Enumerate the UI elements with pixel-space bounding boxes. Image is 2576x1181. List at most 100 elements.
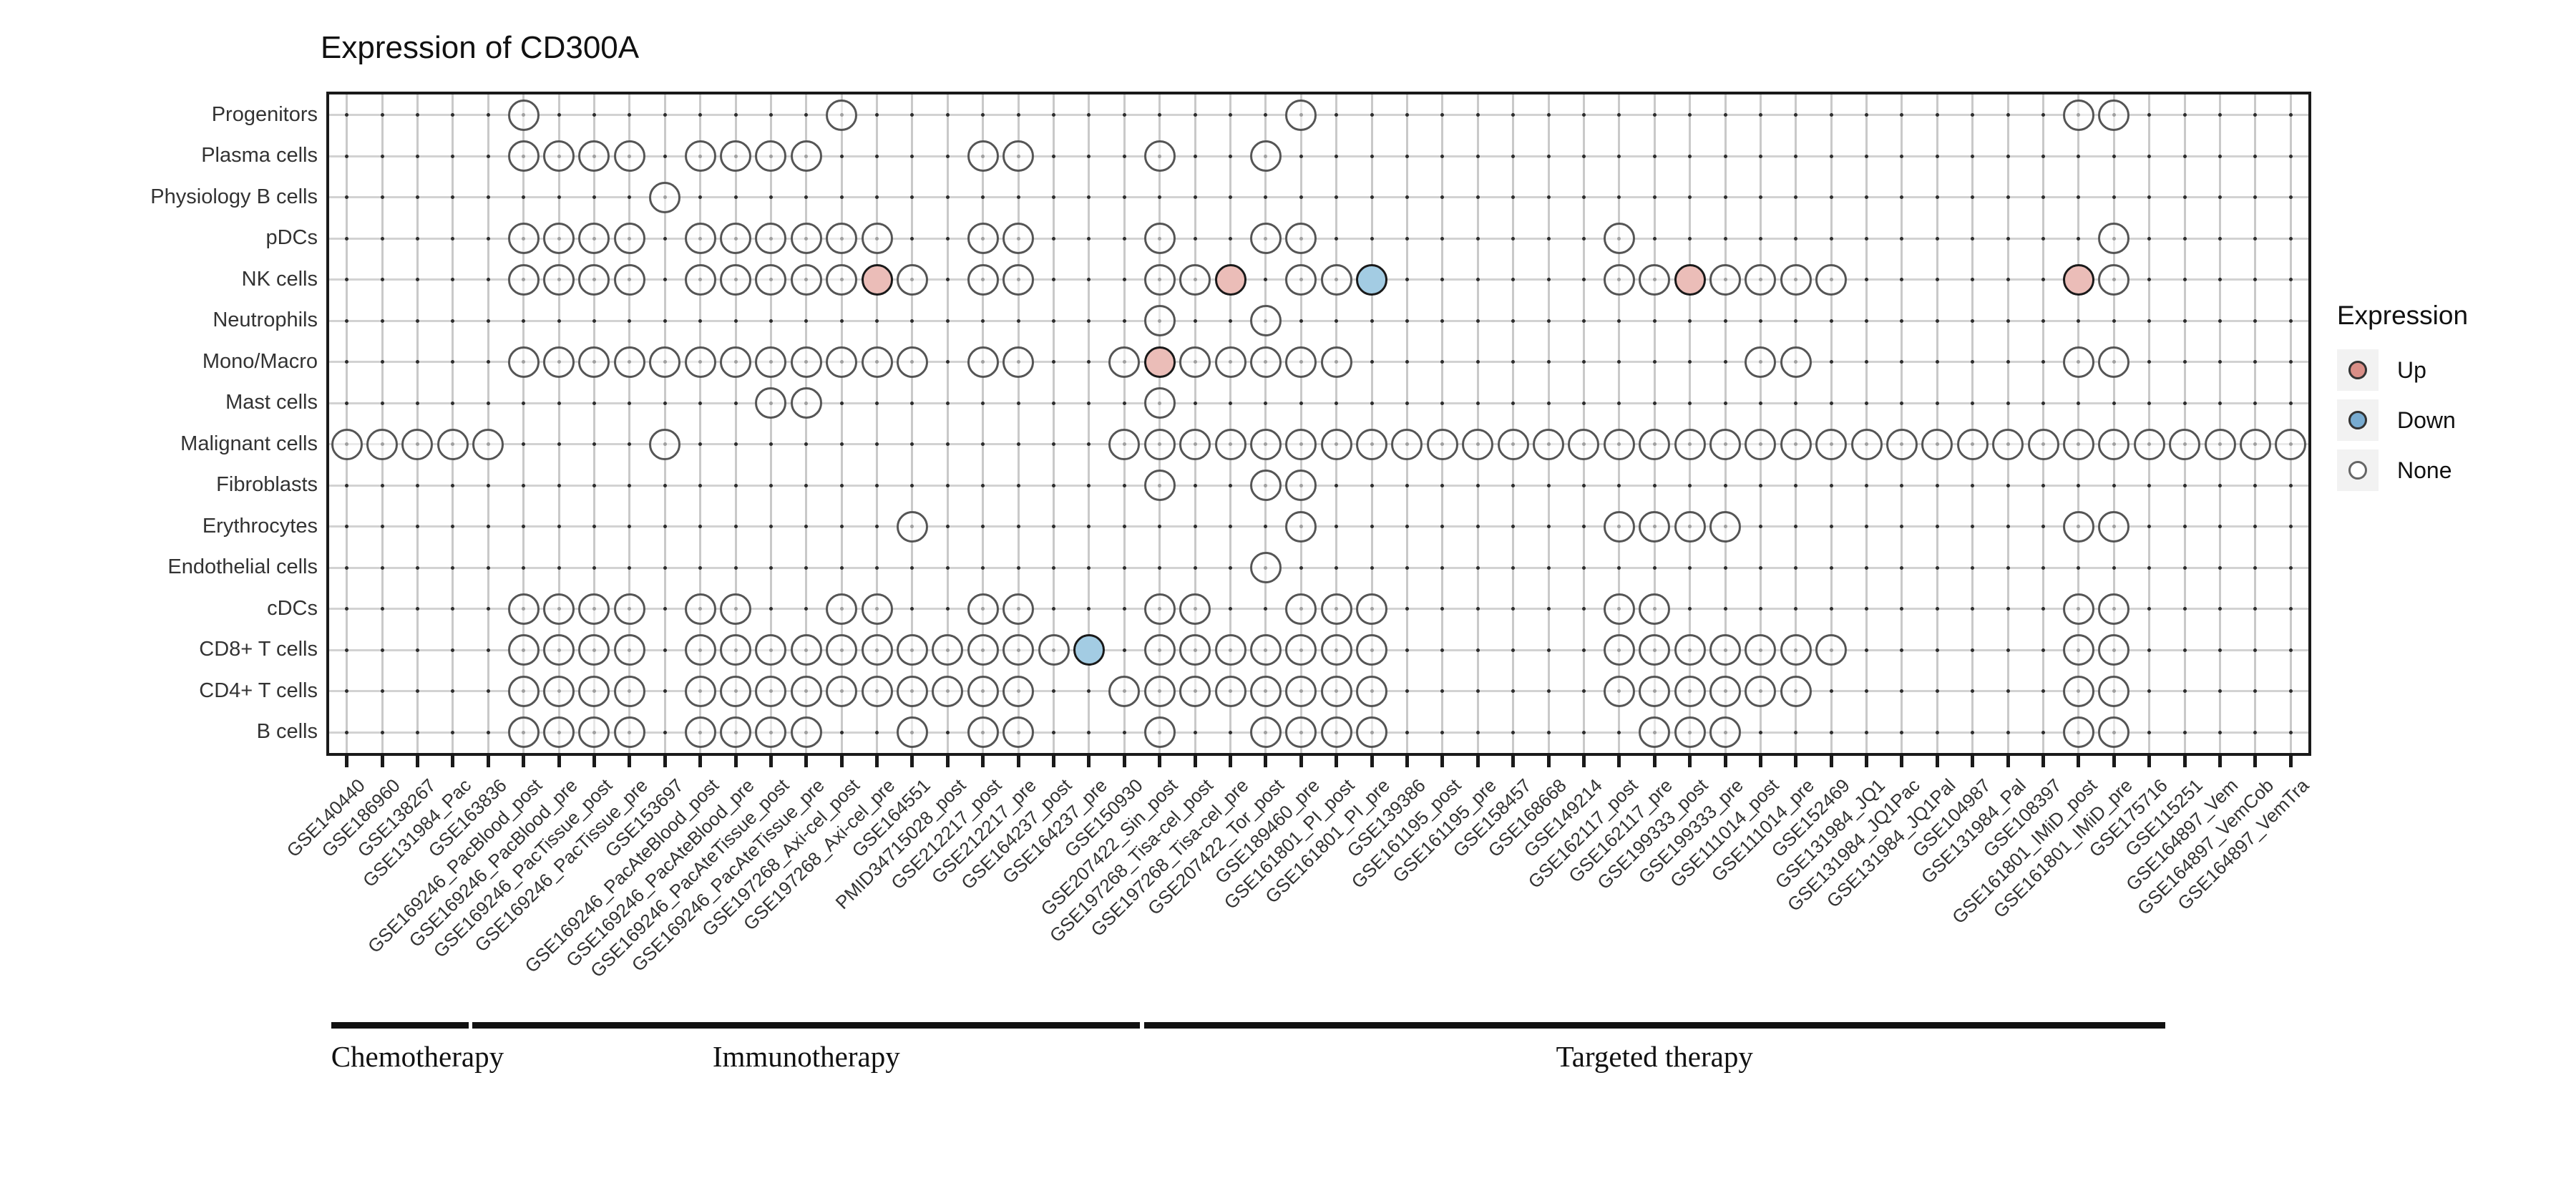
grid-point xyxy=(345,319,349,323)
v-gridline xyxy=(2219,94,2222,753)
grid-point xyxy=(2253,607,2258,611)
grid-point xyxy=(1617,154,1621,158)
grid-point xyxy=(981,525,985,529)
grid-point xyxy=(1935,113,1939,117)
grid-point xyxy=(2182,689,2187,694)
grid-point xyxy=(1087,689,1091,694)
grid-point xyxy=(2288,154,2293,158)
grid-point xyxy=(1794,483,1798,487)
grid-point xyxy=(1546,113,1551,117)
grid-point xyxy=(2006,730,2010,734)
grid-point xyxy=(1829,525,1833,529)
grid-point xyxy=(839,401,844,405)
grid-point xyxy=(875,442,879,447)
grid-point xyxy=(1475,401,1480,405)
expression-dot-none xyxy=(613,593,645,625)
expression-dot-none xyxy=(790,346,822,378)
grid-point xyxy=(1299,195,1303,200)
grid-point xyxy=(628,442,632,447)
expression-dot-up xyxy=(861,263,893,296)
grid-point xyxy=(1829,154,1833,158)
grid-point xyxy=(1900,319,1904,323)
grid-point xyxy=(1370,525,1374,529)
expression-dot-none xyxy=(1391,428,1423,460)
grid-point xyxy=(486,689,490,694)
expression-dot-none xyxy=(436,428,469,460)
grid-point xyxy=(1935,236,1939,240)
expression-dot-none xyxy=(1143,593,1176,625)
expression-dot-none xyxy=(1956,428,1989,460)
expression-dot-none xyxy=(1249,223,1282,255)
grid-point xyxy=(451,730,455,734)
expression-dot-none xyxy=(1745,428,1777,460)
expression-dot-none xyxy=(1214,428,1246,460)
expression-dot-down xyxy=(1073,634,1105,666)
grid-point xyxy=(1405,319,1409,323)
grid-point xyxy=(2006,195,2010,200)
grid-point xyxy=(2218,113,2223,117)
v-gridline xyxy=(982,94,985,753)
grid-point xyxy=(1052,607,1056,611)
grid-point xyxy=(1758,195,1762,200)
chart-title: Expression of CD300A xyxy=(321,30,640,65)
grid-point xyxy=(769,525,773,529)
expression-dot-none xyxy=(578,593,610,625)
grid-point xyxy=(1475,648,1480,652)
expression-dot-none xyxy=(1674,634,1706,666)
grid-point xyxy=(2253,154,2258,158)
grid-point xyxy=(2006,648,2010,652)
grid-point xyxy=(2147,319,2152,323)
grid-point xyxy=(1794,154,1798,158)
expression-dot-none xyxy=(826,223,858,255)
grid-point xyxy=(1617,113,1621,117)
x-axis-tick xyxy=(2218,756,2223,767)
grid-point xyxy=(2218,689,2223,694)
grid-point xyxy=(451,195,455,200)
grid-point xyxy=(1440,401,1445,405)
expression-dot-none xyxy=(331,428,363,460)
grid-point xyxy=(1546,525,1551,529)
expression-dot-none xyxy=(1002,223,1035,255)
expression-dot-none xyxy=(684,634,716,666)
grid-point xyxy=(592,525,596,529)
x-axis-tick xyxy=(1405,756,1409,767)
grid-point xyxy=(1723,195,1727,200)
expression-dot-none xyxy=(967,634,999,666)
expression-dot-none xyxy=(790,716,822,749)
grid-point xyxy=(1794,607,1798,611)
expression-dot-none xyxy=(2169,428,2201,460)
grid-point xyxy=(486,648,490,652)
grid-point xyxy=(1581,113,1586,117)
expression-dot-none xyxy=(1568,428,1600,460)
expression-dot-none xyxy=(2062,716,2094,749)
grid-point xyxy=(592,401,596,405)
x-axis-tick xyxy=(769,756,773,767)
v-gridline xyxy=(1194,94,1196,753)
grid-point xyxy=(1087,565,1091,570)
grid-point xyxy=(1935,483,1939,487)
grid-point xyxy=(380,360,384,364)
grid-point xyxy=(1052,278,1056,282)
grid-point xyxy=(2147,401,2152,405)
grid-point xyxy=(769,195,773,200)
grid-point xyxy=(1511,607,1516,611)
expression-dot-none xyxy=(1745,263,1777,296)
expression-dot-none xyxy=(1356,593,1388,625)
expression-dot-none xyxy=(967,263,999,296)
x-axis-tick xyxy=(1511,756,1516,767)
legend-item-none: None xyxy=(2337,449,2468,491)
grid-point xyxy=(522,442,526,447)
expression-dot-none xyxy=(507,140,540,172)
v-gridline xyxy=(1017,94,1020,753)
grid-point xyxy=(522,483,526,487)
grid-point xyxy=(1900,278,1904,282)
v-gridline xyxy=(1795,94,1797,753)
legend-key xyxy=(2337,349,2379,391)
grid-point xyxy=(1299,401,1303,405)
grid-point xyxy=(698,442,703,447)
x-axis-tick xyxy=(698,756,703,767)
grid-point xyxy=(1617,730,1621,734)
grid-point xyxy=(910,113,914,117)
grid-point xyxy=(1264,195,1268,200)
legend-up-dot-icon xyxy=(2348,361,2367,379)
